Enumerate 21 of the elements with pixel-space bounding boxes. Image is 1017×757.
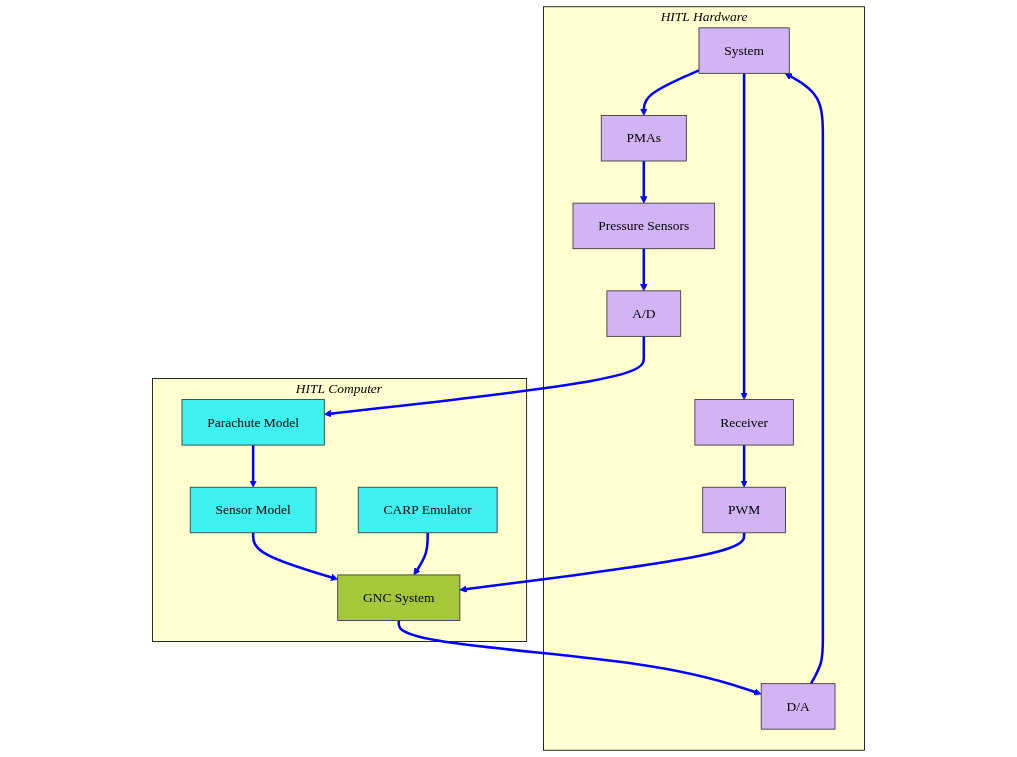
node-box: Receiver	[694, 399, 794, 446]
arrow	[784, 73, 825, 685]
node-box: Sensor Model	[189, 486, 317, 534]
arrow	[740, 445, 748, 488]
node-box: Parachute Model	[181, 399, 325, 446]
node-box: Pressure Sensors	[572, 202, 716, 250]
arrow	[740, 73, 748, 400]
arrow	[413, 532, 429, 576]
arrow	[640, 161, 648, 204]
arrow	[640, 248, 648, 292]
arrow	[249, 445, 257, 488]
arrow	[324, 336, 646, 418]
node-box: CARP Emulator	[357, 486, 498, 534]
node-box: System	[698, 27, 790, 74]
node-box: D/A	[760, 683, 836, 730]
arrow	[251, 532, 339, 581]
node-box: PMAs	[600, 115, 687, 162]
node-box: PWM	[702, 486, 786, 534]
node-box: A/D	[606, 290, 682, 337]
node-box: GNC System	[337, 574, 461, 621]
arrow	[640, 69, 700, 116]
